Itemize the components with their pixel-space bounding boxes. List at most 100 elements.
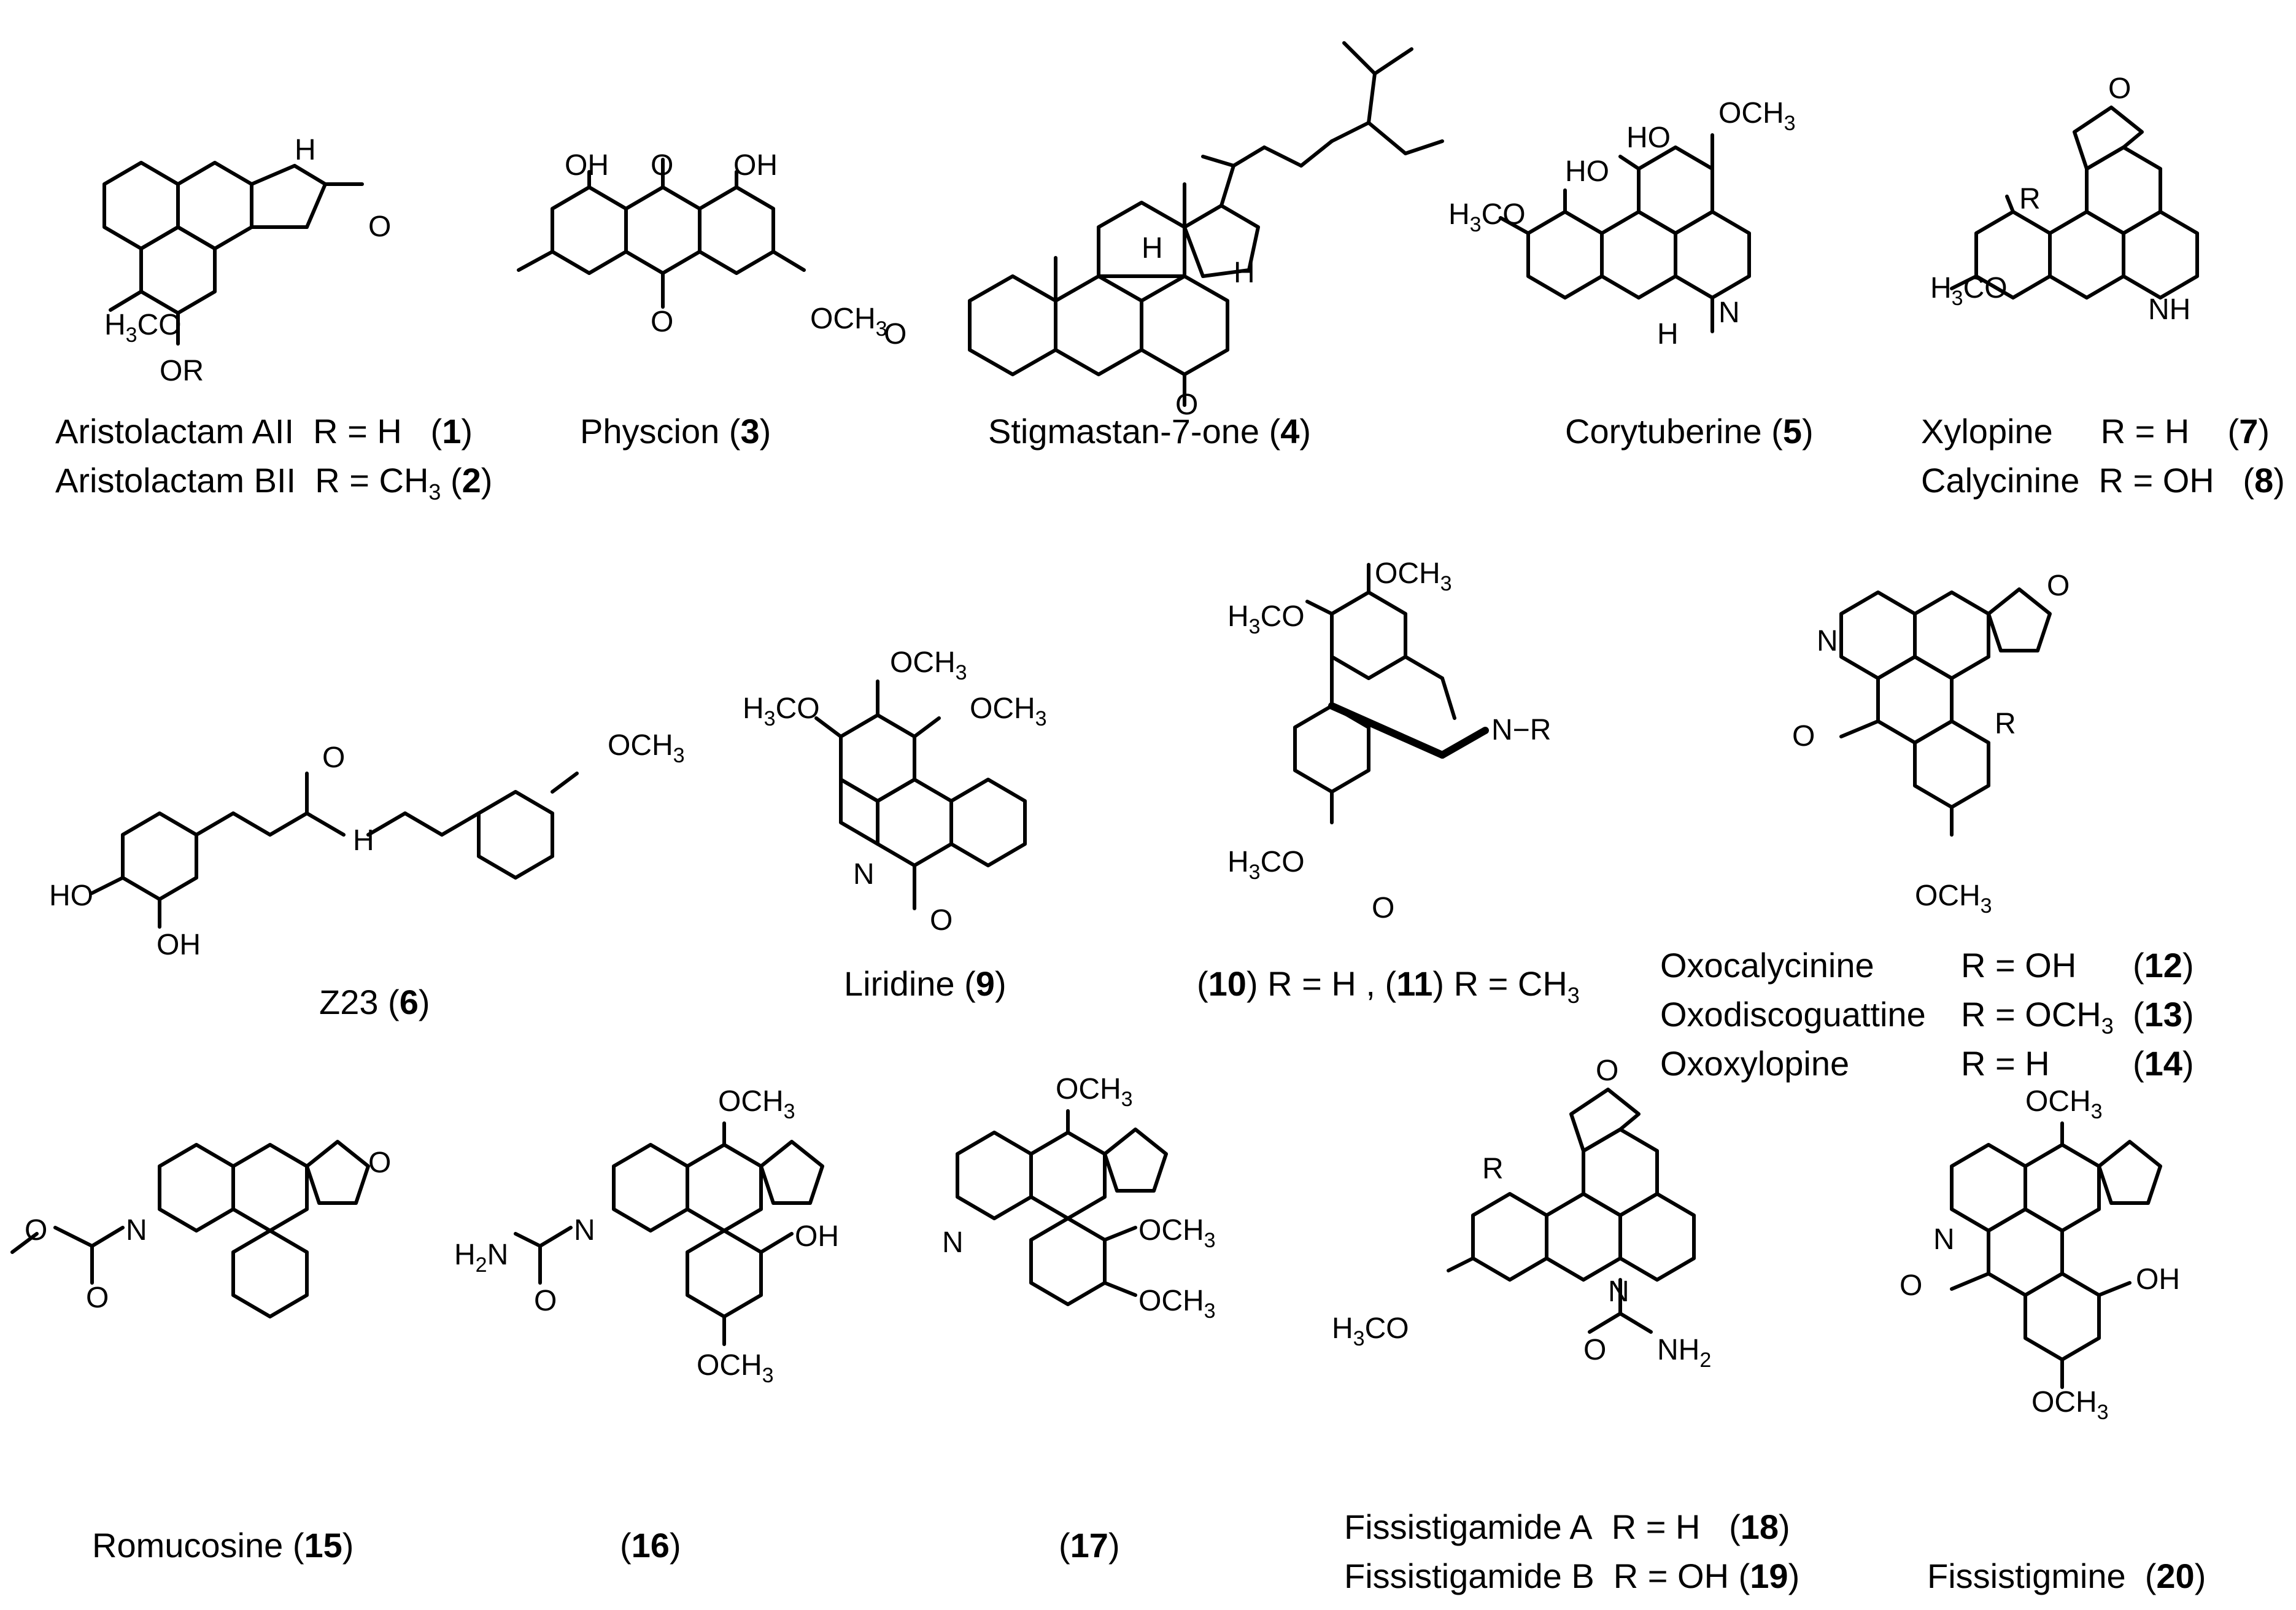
structure-aristolactam [102,161,364,346]
svg-text:O: O [25,1214,47,1247]
structure-xylopine [1950,106,2199,300]
svg-text:H3CO: H3CO [104,309,182,347]
svg-text:O: O [651,306,673,338]
svg-text:N: N [942,1226,964,1259]
svg-text:O: O [1792,720,1815,753]
svg-text:OH: OH [157,929,201,961]
svg-text:O: O [1596,1055,1618,1087]
svg-text:O: O [86,1282,109,1314]
structure-stigmastanone [968,41,1444,407]
svg-text:O: O [2108,72,2131,105]
caption-7: Xylopine R = H (7) [1921,412,2270,451]
svg-text:OCH3: OCH3 [2031,1386,2109,1424]
caption-15: Romucosine (15) [92,1526,354,1565]
atom-labels: H O H3CO OR OH O OH O OCH3 O H H OCH3 HO… [25,72,2190,1424]
svg-text:OCH3: OCH3 [1056,1073,1133,1111]
svg-text:NH2: NH2 [1657,1334,1711,1372]
svg-text:OR: OR [160,355,204,387]
caption-16: (16) [620,1526,681,1565]
svg-text:O: O [534,1285,557,1317]
svg-text:N: N [853,858,875,891]
structure-fissistigamide [1447,1088,1696,1334]
caption-19: Fissistigamide B R = OH (19) [1344,1557,1800,1595]
caption-5: Corytuberine (5) [1565,412,1814,451]
caption-17: (17) [1059,1526,1120,1565]
structure-physcion [517,158,806,309]
caption-10-11: (10) R = H , (11) R = CH3 [1197,964,1580,1008]
svg-text:O: O [368,1147,391,1179]
structure-16 [514,1121,824,1346]
svg-text:H3CO: H3CO [1332,1312,1409,1350]
svg-text:O: O [1900,1269,1922,1302]
svg-text:O: O [651,149,673,182]
svg-text:O: O [368,211,391,243]
svg-text:OCH3: OCH3 [1915,880,1992,918]
svg-text:NH: NH [2148,293,2190,326]
structure-romucosine [10,1140,370,1318]
caption-6: Z23 (6) [319,983,430,1021]
svg-text:HO: HO [49,880,93,912]
svg-text:H3CO: H3CO [1227,846,1305,884]
caption-9: Liridine (9) [844,964,1007,1003]
svg-text:N: N [1933,1223,1955,1256]
svg-text:HO: HO [1565,155,1609,188]
svg-text:OCH3: OCH3 [890,646,967,684]
svg-text:N: N [1718,296,1740,329]
svg-text:N: N [1817,625,1838,657]
svg-text:H: H [295,134,316,166]
svg-text:OCH3: OCH3 [718,1085,795,1123]
svg-text:OH: OH [733,149,778,182]
svg-text:R: R [1995,708,2016,740]
svg-text:HO: HO [1626,122,1671,154]
structure-oxoaporphine [1839,587,2052,837]
svg-text:OCH3: OCH3 [810,303,887,341]
structure-liridine [814,679,1027,910]
caption-18: Fissistigamide A R = H (18) [1344,1507,1790,1546]
svg-text:R: R [2019,183,2041,215]
structure-z23 [90,772,579,929]
caption-20: Fissistigmine (20) [1927,1557,2206,1595]
svg-text:N−R: N−R [1491,714,1551,746]
svg-text:R: R [1482,1153,1504,1185]
svg-text:OCH3: OCH3 [1375,557,1452,595]
svg-text:OCH3: OCH3 [608,729,685,767]
svg-text:OH: OH [565,149,609,182]
svg-text:OCH3: OCH3 [2025,1085,2103,1123]
svg-text:O: O [322,741,345,774]
svg-text:H: H [353,824,374,857]
caption-8: Calycinine R = OH (8) [1921,461,2285,500]
svg-text:H: H [1657,318,1679,350]
svg-text:N: N [574,1214,595,1247]
svg-text:H: H [1234,257,1255,289]
structure-17 [956,1109,1168,1306]
svg-text:OH: OH [795,1220,839,1253]
svg-text:H3CO: H3CO [1448,198,1526,236]
svg-text:H: H [1142,232,1163,265]
svg-text:OCH3: OCH3 [1138,1214,1216,1252]
svg-text:OCH3: OCH3 [1138,1285,1216,1323]
caption-1: Aristolactam AII R = H (1) [55,412,473,451]
structure-fissistigmine [1950,1121,2162,1389]
svg-text:N: N [126,1214,147,1247]
svg-text:O: O [884,318,906,350]
svg-text:N: N [1608,1275,1629,1308]
caption-4: Stigmastan-7-one (4) [988,412,1312,451]
svg-text:OH: OH [2136,1263,2180,1296]
svg-text:O: O [2047,570,2070,602]
svg-text:H3CO: H3CO [1930,272,2008,310]
structure-corytuberine [1499,133,1751,333]
svg-text:OCH3: OCH3 [697,1349,774,1387]
svg-text:H3CO: H3CO [743,692,820,730]
svg-text:H2N: H2N [454,1239,508,1277]
svg-text:O: O [1175,389,1198,421]
svg-text:O: O [1583,1334,1606,1366]
caption-2: Aristolactam BII R = CH3 (2) [55,461,493,505]
svg-text:H3CO: H3CO [1227,600,1305,638]
svg-text:O: O [930,904,953,937]
svg-text:OCH3: OCH3 [1718,97,1796,135]
svg-text:O: O [1372,892,1394,924]
